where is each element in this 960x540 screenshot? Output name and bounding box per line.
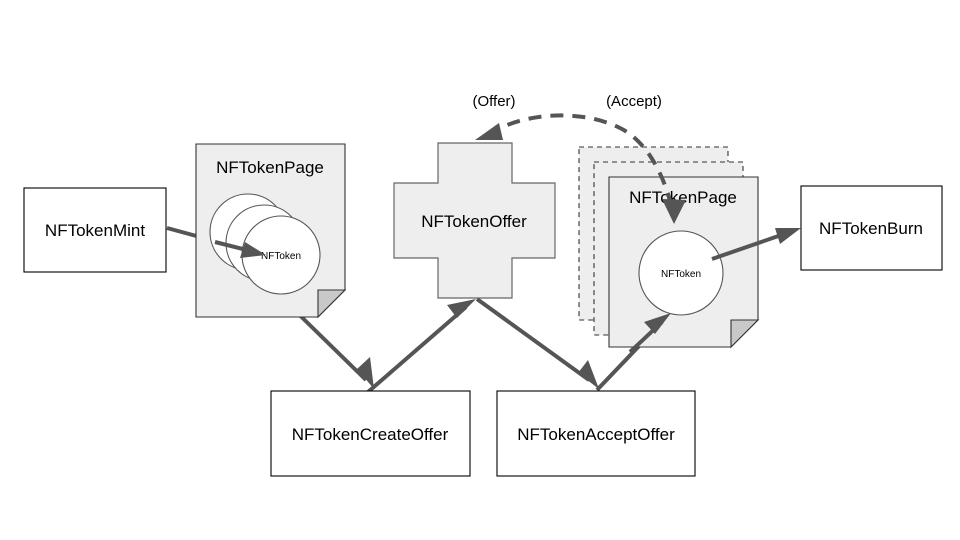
node-nftokenacceptoffer[interactable]: NFTokenAcceptOffer bbox=[496, 390, 696, 477]
node-nftokenoffer[interactable]: NFTokenOffer bbox=[393, 142, 556, 299]
edge-offer-to-acceptoffer bbox=[475, 297, 599, 389]
edge-label-offer: (Offer) bbox=[472, 93, 515, 110]
node-nftokenpage-right-stack[interactable]: NFTokenPage NFTokenPage NFTokenPage NFTo… bbox=[578, 146, 760, 349]
nftoken-circle-right bbox=[638, 230, 724, 316]
node-nftokencreateoffer[interactable]: NFTokenCreateOffer bbox=[270, 390, 471, 477]
edge-dashed-offer-accept bbox=[475, 113, 686, 224]
node-nftokenburn[interactable]: NFTokenBurn bbox=[800, 185, 943, 271]
node-nftokenmint[interactable]: NFTokenMint bbox=[23, 187, 167, 273]
nftokenburn-label: NFTokenBurn bbox=[819, 219, 923, 238]
nftokenmint-label: NFTokenMint bbox=[45, 221, 145, 240]
edge-mint-arrow-overlay bbox=[214, 240, 266, 258]
edge-page-to-burn bbox=[711, 228, 801, 261]
nftoken-right-label: NFToken bbox=[661, 269, 701, 280]
nftokenacceptoffer-label: NFTokenAcceptOffer bbox=[517, 425, 675, 444]
nftokencreateoffer-label: NFTokenCreateOffer bbox=[292, 425, 449, 444]
nftokenpage-right-label: NFTokenPage bbox=[629, 188, 737, 207]
edge-label-accept: (Accept) bbox=[606, 93, 662, 110]
node-nftokenpage-left[interactable]: NFTokenPage NFToken bbox=[195, 143, 347, 319]
edge-createoffer-to-offer bbox=[366, 299, 476, 394]
edge-acceptoffer-arrow-overlay bbox=[628, 313, 671, 354]
nftokenpage-right-front: NFTokenPage NFToken bbox=[608, 176, 760, 349]
nftokenoffer-label: NFTokenOffer bbox=[421, 212, 527, 231]
nftoken-left-label: NFToken bbox=[261, 251, 301, 262]
nftokenpage-left-label: NFTokenPage bbox=[216, 158, 324, 177]
